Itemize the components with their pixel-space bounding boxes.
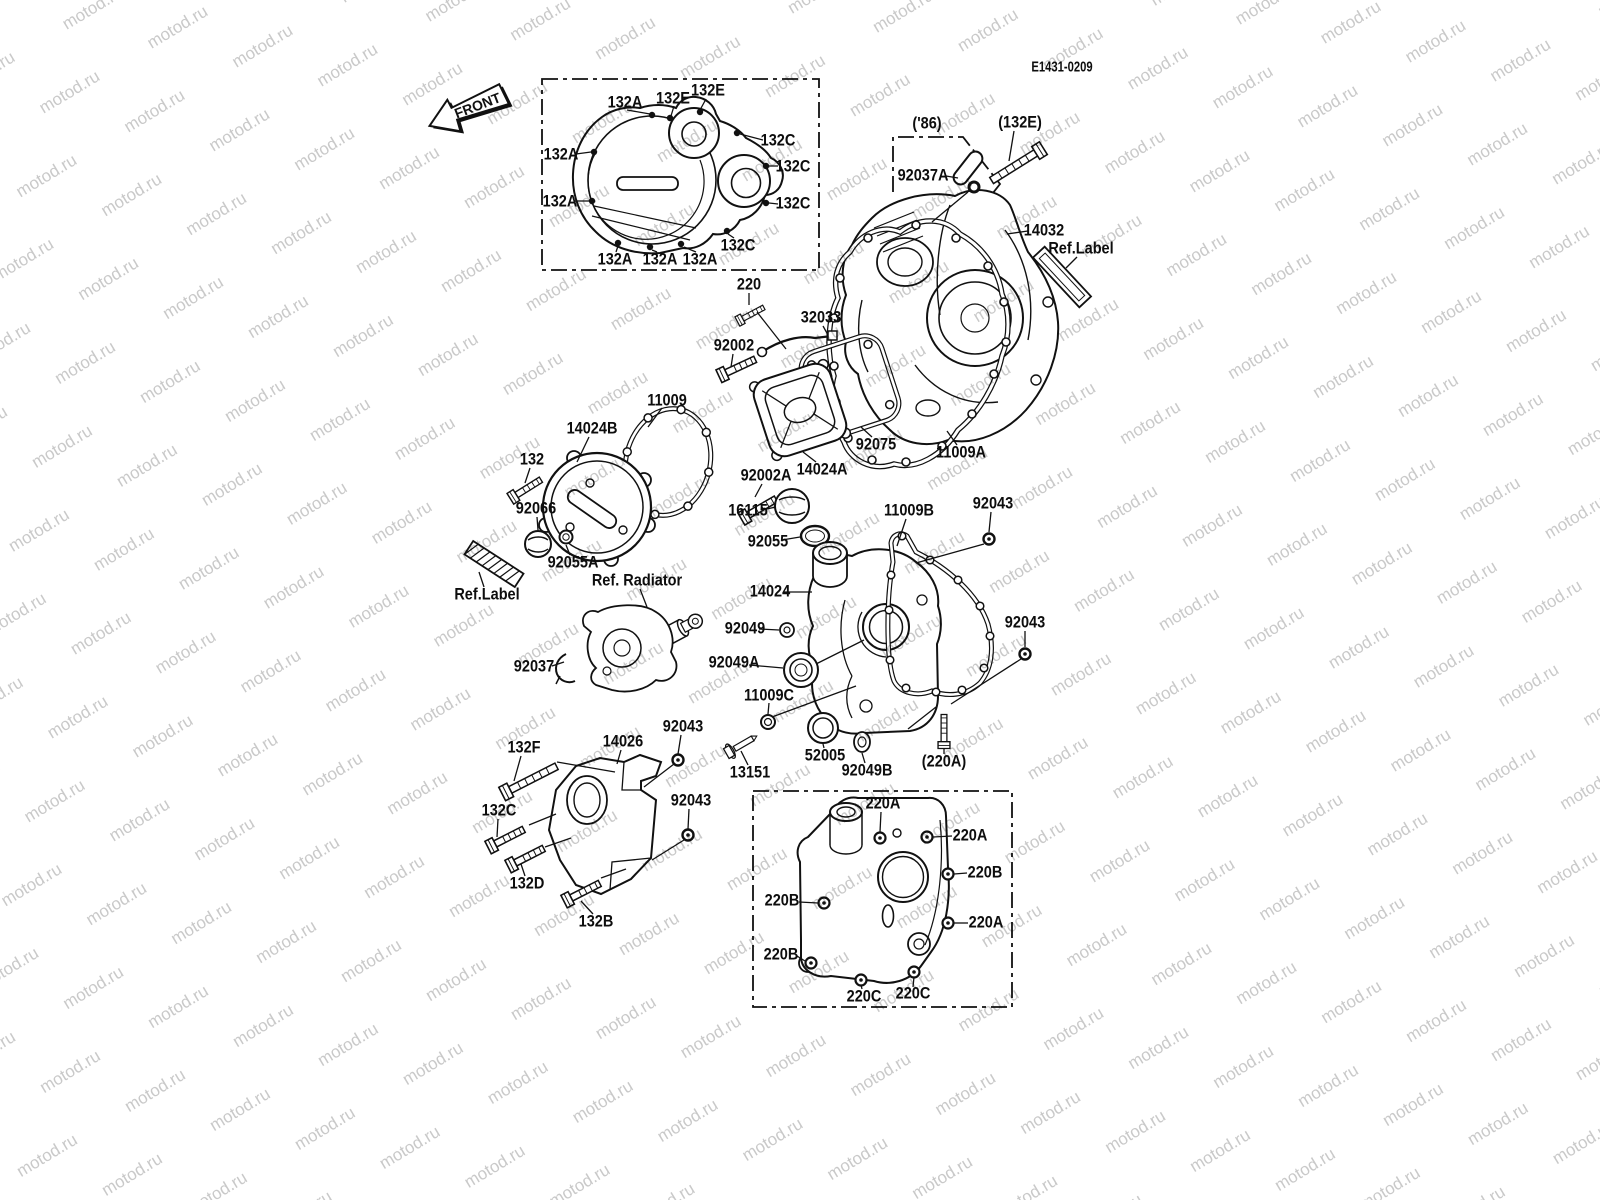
part-label: 11009A	[935, 443, 987, 462]
part-label: 14026	[602, 732, 644, 751]
part-label: 92037A	[897, 166, 949, 185]
oring-92055	[799, 524, 831, 548]
detail-box-bottom-cover	[752, 790, 1013, 1008]
washer-92043-bracket-bottom	[681, 828, 695, 842]
part-label: 132A	[597, 250, 633, 269]
part-label: Ref.Label	[1048, 239, 1114, 258]
part-label: 132C	[720, 236, 756, 255]
part-label: 92049	[724, 619, 766, 638]
part-label: 92055	[747, 532, 789, 551]
part-label: 132C	[481, 801, 517, 820]
washer-92043-right	[1018, 647, 1032, 661]
filler-cap-16115	[774, 488, 810, 524]
detail-box-left-cover	[541, 78, 820, 271]
plug-92049	[779, 622, 795, 638]
clamp-92037	[555, 653, 576, 685]
part-label: 92066	[515, 499, 557, 518]
part-label: 132C	[760, 131, 796, 150]
part-label: Ref. Radiator	[591, 571, 683, 590]
part-label: 132A	[642, 250, 678, 269]
part-label: 32033	[800, 308, 842, 327]
part-label: 220C	[895, 984, 931, 1003]
part-label: 92043	[1004, 613, 1046, 632]
left-engine-cover-front-view	[571, 95, 784, 255]
part-label: 220B	[764, 891, 800, 910]
part-label: 92043	[972, 494, 1014, 513]
part-label: 11009C	[743, 686, 795, 705]
detail-boundary-86	[892, 136, 1002, 213]
diagram-code: E1431-0209	[1031, 58, 1093, 76]
cap-92066	[524, 530, 552, 558]
part-label: Ref.Label	[454, 585, 520, 604]
part-label: 220B	[967, 863, 1003, 882]
part-label: 92043	[670, 791, 712, 810]
dowel-pin-92037A	[931, 150, 984, 223]
part-label: 132A	[542, 192, 578, 211]
part-label: 132D	[509, 874, 545, 893]
part-label: 52005	[804, 746, 846, 765]
part-label: 13151	[729, 763, 771, 782]
gasket-11009A	[826, 218, 1011, 470]
breather-pipe-32033	[756, 330, 838, 358]
part-label: 92002	[713, 336, 755, 355]
part-label: 14024A	[796, 460, 848, 479]
part-label: 92043	[662, 717, 704, 736]
part-label: 220	[736, 275, 762, 294]
part-label: 132A	[607, 93, 643, 112]
gasket-11009B	[884, 531, 995, 698]
leader-lines	[478, 98, 1078, 990]
part-label: ('86)	[912, 114, 942, 133]
bolt-13151	[722, 735, 758, 760]
part-label: 14032	[1023, 221, 1065, 240]
clutch-cover-14032	[840, 189, 1060, 446]
water-pump	[582, 604, 704, 693]
part-label: 220A	[952, 826, 988, 845]
part-label: 132E	[656, 89, 690, 108]
part-label: 220B	[763, 945, 799, 964]
part-label: 132B	[578, 912, 614, 931]
ref-label-strip-left	[463, 539, 525, 589]
ref-label-strip-right	[1031, 245, 1093, 309]
part-label: 92075	[855, 435, 897, 454]
part-label: (132E)	[998, 113, 1042, 132]
oring-92049B	[853, 731, 871, 753]
part-label: 220C	[846, 987, 882, 1006]
part-label: 92002A	[740, 466, 792, 485]
crankcase-cover-bottom	[796, 796, 955, 987]
part-label: 132C	[775, 194, 811, 213]
part-label: 11009B	[883, 501, 935, 520]
part-label: (220A)	[921, 752, 967, 771]
part-label: 11009	[647, 391, 687, 410]
oring-92055A	[558, 529, 574, 545]
part-label: 14024	[749, 582, 791, 601]
part-label: 132E	[691, 81, 725, 100]
seal-92049A	[783, 652, 819, 688]
part-label: 220A	[865, 794, 901, 813]
part-label: 220A	[968, 913, 1004, 932]
bracket-14026	[547, 753, 663, 896]
oring-11009C	[760, 714, 776, 730]
cover-14024A	[748, 358, 852, 462]
seal-52005	[807, 712, 839, 744]
part-label: 132A	[682, 250, 718, 269]
part-label: 132A	[543, 145, 579, 164]
part-label: 92049A	[708, 653, 760, 672]
washer-92043-bracket-top	[671, 753, 685, 767]
part-label: 92037	[513, 657, 555, 676]
part-label: 132	[519, 450, 545, 469]
part-label: 92049B	[841, 761, 893, 780]
part-label: 16115	[728, 501, 768, 520]
washer-92043-top-right	[982, 532, 996, 546]
part-label: 132F	[507, 738, 541, 757]
part-label: 14024B	[566, 419, 618, 438]
part-label: 92055A	[547, 553, 599, 572]
part-label: 132C	[775, 157, 811, 176]
